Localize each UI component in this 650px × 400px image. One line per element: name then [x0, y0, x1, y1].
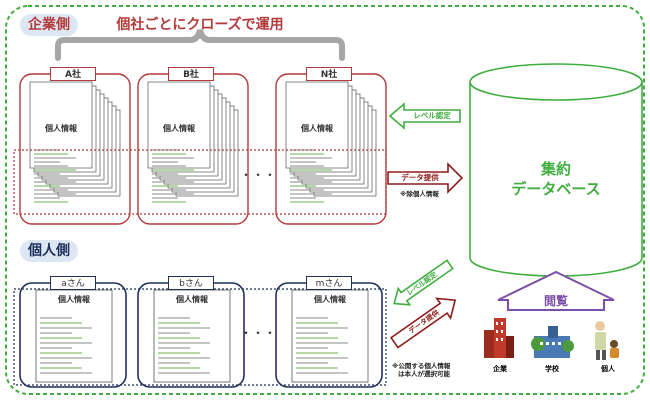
person-document [35, 289, 113, 383]
company-tag: N社 [306, 67, 352, 81]
person-tag: bさん [168, 276, 214, 290]
corporate-data-band [13, 149, 387, 215]
corporate-side-pill: 企業側 [20, 14, 78, 36]
note-top: ※除個人情報 [400, 190, 439, 198]
company-doc-label: 個人情報 [150, 123, 208, 134]
note-bottom-line2: は本人が選択可能 [398, 370, 450, 378]
note-bottom-line1: ※公開する個人情報 [392, 362, 451, 370]
data-provide-arrow-bottom [389, 297, 457, 349]
individual-side-pill: 個人側 [20, 240, 78, 262]
person-tag: mさん [306, 276, 352, 290]
corporate-heading: 個社ごとにクローズで運用 [116, 17, 284, 33]
data-provide-arrow-top [387, 162, 464, 194]
company-building-icon [484, 318, 514, 358]
person-doc-label: 個人情報 [58, 295, 90, 304]
viewer-label-company: 企業 [493, 365, 507, 373]
level-cert-arrow-top [388, 102, 461, 130]
data-provide-label-top: データ提供 [401, 173, 439, 182]
person-document [291, 289, 369, 383]
level-cert-label-top: レベル認定 [413, 111, 451, 120]
person-figure-icon [595, 321, 619, 360]
browse-arrow [497, 270, 615, 311]
company-boxes [19, 73, 387, 225]
company-tag: A社 [50, 67, 96, 81]
corporate-ellipsis: ・・・ [239, 168, 276, 182]
browse-label: 閲覧 [543, 294, 568, 308]
person-tag: aさん [50, 276, 96, 290]
viewer-label-school: 学校 [545, 365, 559, 373]
level-cert-arrow-bottom [393, 259, 454, 306]
person-document [153, 289, 231, 383]
person-doc-label: 個人情報 [176, 295, 208, 304]
database-title-line2: データベース [511, 180, 601, 198]
database-cylinder [469, 63, 643, 277]
outer-frame [5, 5, 645, 395]
database-title-line1: 集約 [540, 160, 571, 178]
company-doc-label: 個人情報 [288, 123, 346, 134]
company-bracket [55, 29, 345, 61]
company-tag: B社 [168, 67, 214, 81]
company-doc-label: 個人情報 [32, 123, 90, 134]
school-building-icon [531, 326, 574, 358]
person-doc-label: 個人情報 [314, 295, 346, 304]
viewer-label-individual: 個人 [601, 365, 615, 373]
individual-ellipsis: ・・・ [239, 326, 276, 340]
